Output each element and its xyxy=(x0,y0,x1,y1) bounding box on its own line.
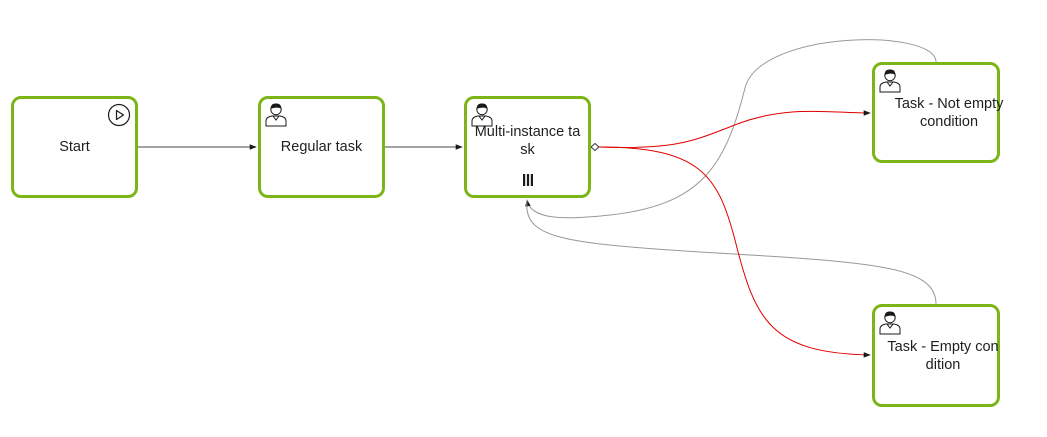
user-icon xyxy=(879,311,901,335)
parallel-multi-instance-icon xyxy=(522,174,533,186)
start-task-node[interactable]: Start xyxy=(11,96,138,198)
edge-task2-to-multi[interactable] xyxy=(526,199,937,305)
edge-multi-to-task1[interactable] xyxy=(598,110,871,148)
task-empty-condition-node[interactable]: Task - Empty condition xyxy=(872,304,1000,407)
node-label: Multi-instance task xyxy=(474,124,581,158)
node-label: Regular task xyxy=(280,139,363,155)
play-circle-icon xyxy=(107,103,131,127)
user-icon xyxy=(265,103,287,127)
conditional-diamond-icon xyxy=(590,142,600,152)
edge-multi-to-task2[interactable] xyxy=(598,146,871,358)
user-icon xyxy=(879,69,901,93)
node-label: Start xyxy=(59,139,90,155)
regular-task-node[interactable]: Regular task xyxy=(258,96,385,198)
edge-task1-to-multi[interactable] xyxy=(525,39,937,219)
node-label: Task - Not empty condition xyxy=(894,95,1004,130)
node-label: Task - Empty condition xyxy=(887,338,999,373)
task-not-empty-condition-node[interactable]: Task - Not empty condition xyxy=(872,62,1003,163)
user-icon xyxy=(471,103,493,127)
multi-instance-task-node[interactable]: Multi-instance task xyxy=(464,96,591,198)
